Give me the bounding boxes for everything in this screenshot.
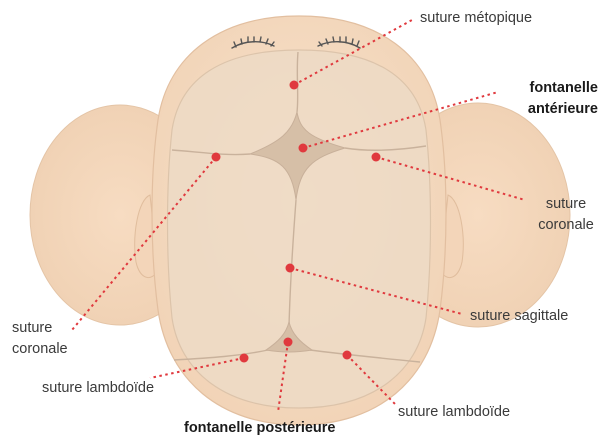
dot-suture-lambdoide-right [343, 351, 352, 360]
label-suture-coronale-right-line1: suture [528, 194, 604, 215]
label-fontanelle-anterieure: fontanelle antérieure [502, 78, 598, 120]
label-suture-lambdoide-left: suture lambdoïde [42, 378, 154, 399]
label-suture-coronale-left-line1: suture [12, 318, 68, 339]
dot-suture-coronale-left [212, 153, 221, 162]
dot-suture-metopique [290, 81, 299, 90]
label-suture-lambdoide-right: suture lambdoïde [398, 402, 510, 423]
label-suture-sagittale: suture sagittale [470, 306, 568, 327]
label-suture-coronale-left-line2: coronale [12, 339, 68, 360]
dot-fontanelle-anterieure [299, 144, 308, 153]
dot-suture-sagittale [286, 264, 295, 273]
label-fontanelle-anterieure-line2: antérieure [502, 99, 598, 120]
label-suture-coronale-right: suture coronale [528, 194, 604, 236]
label-fontanelle-anterieure-line1: fontanelle [502, 78, 598, 99]
label-suture-coronale-right-line2: coronale [528, 215, 604, 236]
skull-plates [168, 50, 431, 408]
dot-suture-lambdoide-left [240, 354, 249, 363]
dot-suture-coronale-right [372, 153, 381, 162]
dot-fontanelle-posterieure [284, 338, 293, 347]
label-suture-coronale-left: suture coronale [12, 318, 68, 360]
label-suture-metopique: suture métopique [420, 8, 532, 29]
label-fontanelle-posterieure: fontanelle postérieure [184, 418, 335, 439]
